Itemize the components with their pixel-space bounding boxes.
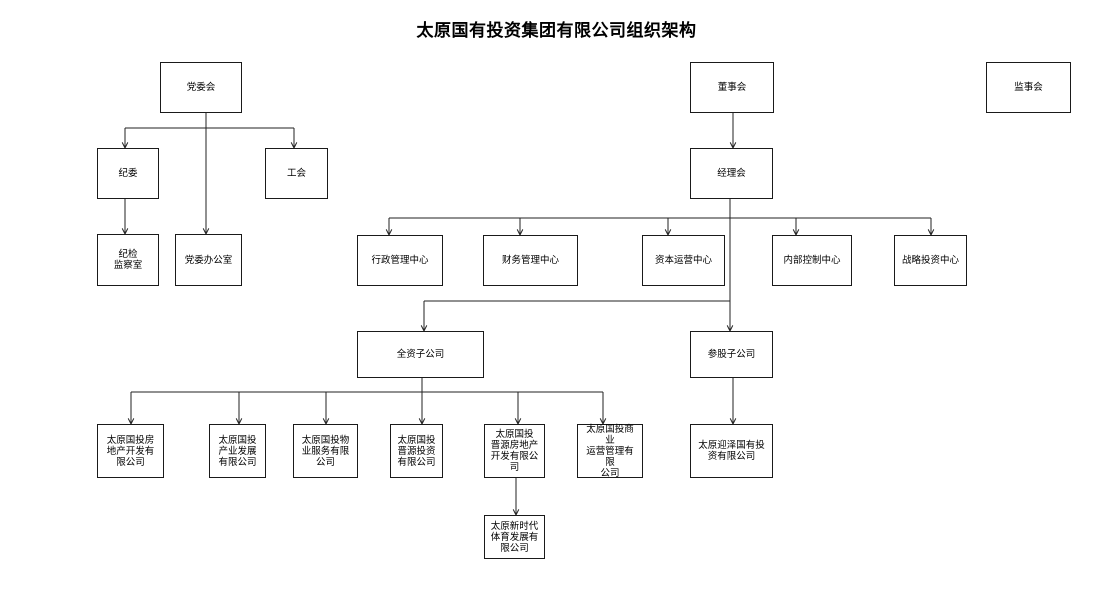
node-sub-jinyuan-realestate: 太原国投 晋源房地产 开发有限公 司 [484, 424, 545, 478]
node-label: 太原国投商业 运营管理有限 公司 [586, 423, 634, 479]
node-label: 太原迎泽国有投 资有限公司 [698, 440, 765, 462]
node-label: 纪委 [118, 168, 138, 179]
node-general-manager: 经理会 [690, 148, 773, 199]
node-discipline: 纪委 [97, 148, 159, 199]
node-sub-sports: 太原新时代 体育发展有 限公司 [484, 515, 545, 559]
node-label: 党委会 [186, 82, 216, 93]
node-discipline-office: 纪检 监察室 [97, 234, 159, 286]
node-admin-center: 行政管理中心 [357, 235, 443, 286]
node-strategy-center: 战略投资中心 [894, 235, 967, 286]
node-label: 太原国投 产业发展 有限公司 [218, 434, 257, 468]
node-finance-center: 财务管理中心 [483, 235, 578, 286]
node-label: 太原国投物 业服务有限 公司 [301, 434, 350, 468]
node-label: 监事会 [1014, 82, 1043, 93]
node-sub-jinyuan: 太原国投 晋源投资 有限公司 [390, 424, 443, 478]
node-party-office: 党委办公室 [175, 234, 242, 286]
node-party-committee: 党委会 [160, 62, 242, 113]
node-label: 资本运营中心 [654, 255, 712, 266]
node-label: 战略投资中心 [901, 255, 959, 266]
node-label: 经理会 [717, 168, 746, 179]
node-sub-realestate: 太原国投房 地产开发有 限公司 [97, 424, 164, 478]
node-label: 太原国投 晋源房地产 开发有限公 司 [490, 429, 539, 473]
node-label: 全资子公司 [396, 349, 445, 360]
node-wholly-owned: 全资子公司 [357, 331, 484, 378]
node-sub-commercial: 太原国投商业 运营管理有限 公司 [577, 423, 643, 479]
node-sub-industry: 太原国投 产业发展 有限公司 [209, 424, 266, 478]
node-label: 参股子公司 [707, 349, 756, 360]
node-label: 太原新时代 体育发展有 限公司 [490, 520, 539, 554]
node-sub-yingze: 太原迎泽国有投 资有限公司 [690, 424, 773, 478]
node-label: 太原国投 晋源投资 有限公司 [397, 434, 436, 468]
node-label: 太原国投房 地产开发有 限公司 [106, 434, 155, 468]
node-holding: 参股子公司 [690, 331, 773, 378]
node-label: 行政管理中心 [371, 255, 429, 266]
chart-title: 太原国有投资集团有限公司组织架构 [416, 21, 697, 41]
node-label: 党委办公室 [184, 254, 233, 266]
node-sub-property: 太原国投物 业服务有限 公司 [293, 424, 358, 478]
node-label: 财务管理中心 [501, 255, 559, 266]
node-label: 内部控制中心 [783, 255, 841, 266]
node-internal-control-center: 内部控制中心 [772, 235, 852, 286]
node-supervisory: 监事会 [986, 62, 1071, 113]
node-label: 工会 [286, 168, 306, 179]
node-board: 董事会 [690, 62, 774, 113]
node-label: 董事会 [717, 82, 747, 93]
node-capital-center: 资本运营中心 [642, 235, 725, 286]
node-union: 工会 [265, 148, 328, 199]
node-label: 纪检 监察室 [113, 249, 143, 271]
